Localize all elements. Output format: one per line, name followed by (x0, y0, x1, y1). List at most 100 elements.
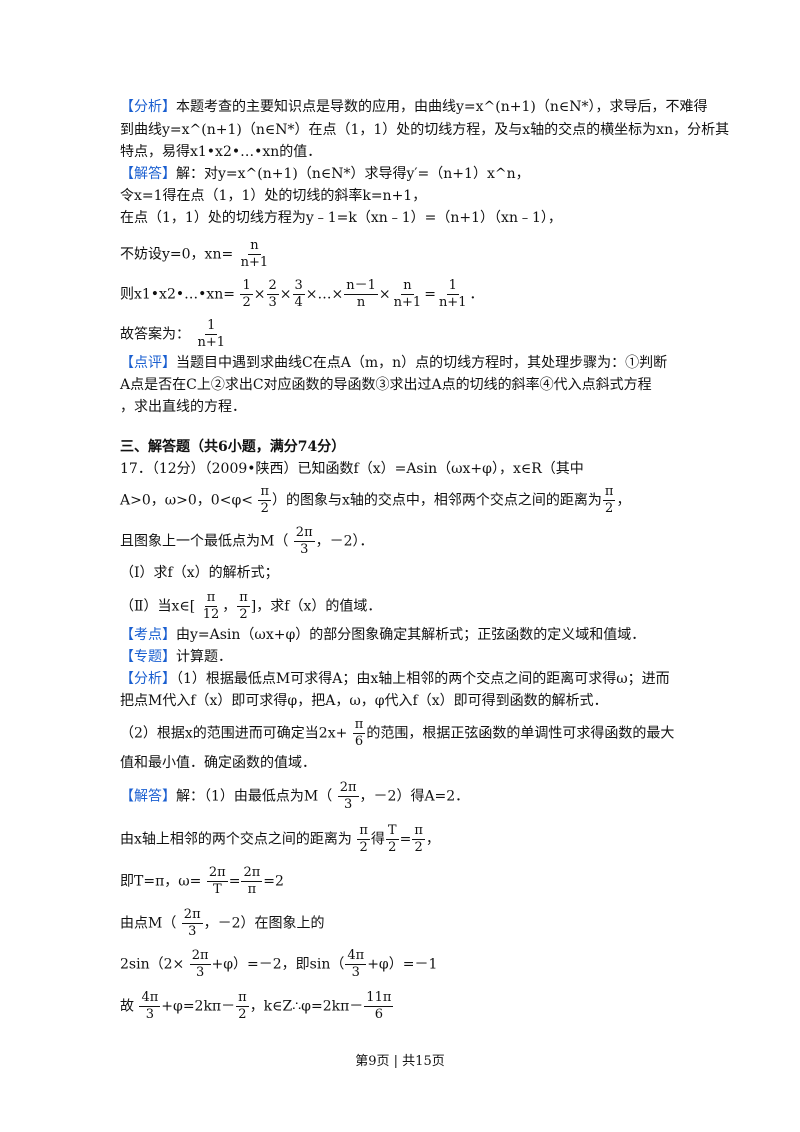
numerator: n (401, 278, 414, 295)
topic-tag: 【专题】 (120, 649, 176, 665)
analysis2-tag: 【分析】 (120, 671, 176, 687)
denominator: 3 (268, 295, 277, 310)
denominator: 6 (354, 734, 364, 749)
denominator: π (247, 882, 257, 897)
numerator: 2π (181, 907, 203, 924)
analysis2-line-2: 把点M代入f（x）即可求得φ，把A，ω，φ代入f（x）即可得到函数的解析式． (120, 693, 608, 709)
knowledge-point-line: 【考点】由y=Asin（ωx+φ）的部分图象确定其解析式；正弦函数的定义域和值域… (120, 625, 645, 645)
text: 得 (370, 831, 385, 848)
analysis-line-1: 【分析】本题考查的主要知识点是导数的应用，由曲线y=x^(n+1)（n∈N*），… (120, 97, 707, 117)
comment-tag: 【点评】 (120, 355, 176, 371)
denominator: 2 (238, 1007, 247, 1022)
text: ， (425, 831, 440, 848)
denominator: 12 (202, 607, 220, 622)
numerator: 2π (189, 948, 211, 965)
analysis-tag: 【分析】 (120, 99, 176, 115)
numerator: π (357, 823, 370, 840)
denominator: 3 (351, 965, 360, 980)
text: +φ）=－1 (367, 956, 438, 973)
denominator: n+1 (393, 295, 422, 310)
comment-text: 当题目中遇到求曲线C在点A（m，n）点的切线方程时，其处理步骤为：①判断 (176, 355, 668, 371)
solution-text: 解：对y=x^(n+1)（n∈N*）求导得y′=（n+1）x^n， (176, 166, 530, 182)
denominator: 3 (145, 1007, 154, 1022)
denominator: n+1 (438, 295, 467, 310)
text: （2）根据x的范围进而可确定当2x+ (120, 725, 348, 742)
text: = (399, 831, 412, 848)
denominator: n+1 (240, 255, 269, 270)
text: 2sin（2× (120, 956, 185, 973)
denominator: 2 (388, 840, 397, 855)
numerator: 2π (337, 780, 359, 797)
page-footer: 第9页 | 共15页 (355, 1054, 445, 1069)
numerator: π (236, 990, 249, 1007)
comment-line-2: A点是否在C上②求出C对应函数的导函数③求出过A点的切线的斜率④代入点斜式方程 (120, 377, 652, 393)
numerator: 3 (292, 278, 305, 295)
denominator: n+1 (197, 335, 225, 350)
question-17: 17．（12分）（2009•陕西）已知函数f（x）=Asin（ωx+φ），x∈R… (120, 461, 584, 477)
denominator: 2 (605, 501, 614, 516)
solution-tag: 【解答】 (120, 166, 176, 182)
numerator: 1 (240, 278, 253, 295)
text: 解：（1）由最低点为M（ (176, 788, 333, 805)
analysis-text: 本题考查的主要知识点是导数的应用，由曲线y=x^(n+1)（n∈N*），求导后，… (176, 99, 708, 115)
text: 故 (120, 998, 134, 1015)
numerator: π (258, 484, 271, 501)
text: ． (469, 286, 484, 303)
topic-line: 【专题】计算题． (120, 647, 232, 667)
text: 不妨设y=0，xn= (120, 246, 234, 263)
numerator: n (248, 238, 261, 255)
numerator: 11π (364, 990, 394, 1007)
numerator: n－1 (344, 278, 378, 295)
text: A>0，ω>0，0<φ< (120, 492, 253, 509)
denominator: 3 (343, 797, 353, 812)
text: 的范围，根据正弦函数的单调性可求得函数的最大 (366, 725, 675, 742)
solution-line-2: 令x=1得在点（1，1）处的切线的斜率k=n+1， (120, 188, 427, 204)
text: +φ）=－2，即sin（ (211, 956, 345, 973)
text: ，－2）在图象上的 (203, 915, 325, 932)
numerator: T (385, 823, 399, 840)
solution-line-1: 【解答】解：对y=x^(n+1)（n∈N*）求导得y′=（n+1）x^n， (120, 164, 530, 184)
question-17-part-1: （Ⅰ）求f（x）的解析式； (120, 565, 279, 581)
denominator: 2 (359, 840, 368, 855)
text: ）的图象与x轴的交点中，相邻两个交点之间的距离为 (271, 492, 602, 509)
analysis2-line-1: 【分析】（1）根据最低点M可求得A；由x轴上相邻的两个交点之间的距离可求得ω；进… (120, 669, 670, 689)
text: ， (616, 492, 631, 509)
denominator: n (356, 295, 366, 310)
text: 由点M（ (120, 915, 177, 932)
numerator: π (412, 823, 425, 840)
knowledge-text: 由y=Asin（ωx+φ）的部分图象确定其解析式；正弦函数的定义域和值域． (176, 627, 646, 643)
analysis2-text: （1）根据最低点M可求得A；由x轴上相邻的两个交点之间的距离可求得ω；进而 (176, 671, 670, 687)
text: 即T=π，ω= (120, 873, 202, 890)
denominator: 3 (195, 965, 205, 980)
text: = (228, 873, 241, 890)
denominator: 3 (300, 542, 309, 557)
text: 由x轴上相邻的两个交点之间的距离为 (120, 831, 352, 848)
